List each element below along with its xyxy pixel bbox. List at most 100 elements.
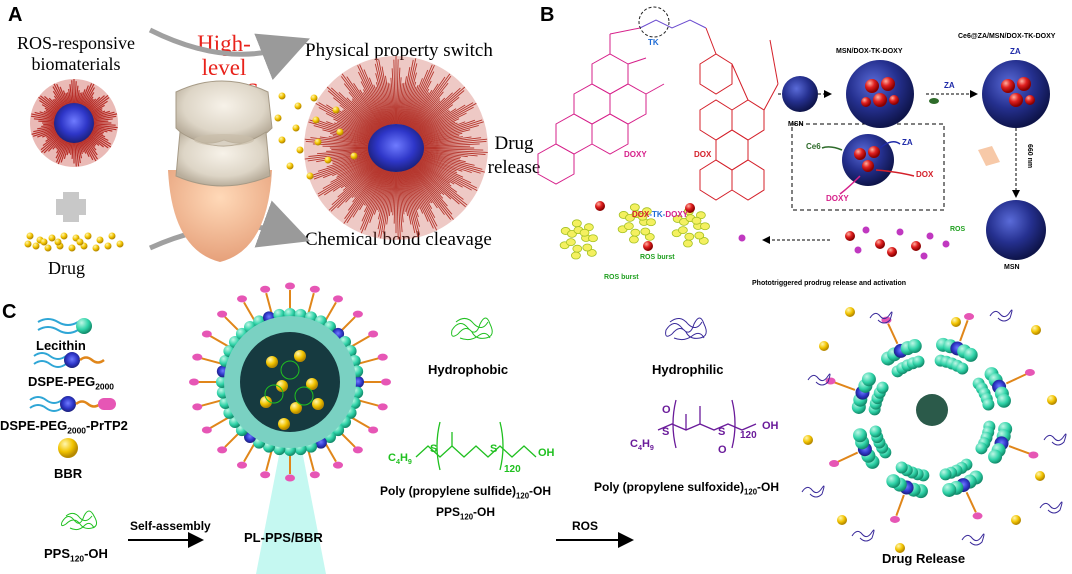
drug-particles-left (24, 232, 124, 252)
dspe-peg-icon (33, 352, 105, 368)
o-atom-2: O (718, 444, 727, 456)
msn-label: MSN (788, 121, 804, 128)
conj-doxy: DOXY (665, 210, 689, 219)
dox-tk-doxy-label: DOX-TK-DOXY (632, 210, 688, 219)
dox-structure-label: DOX (694, 150, 712, 159)
tk-label: TK (648, 38, 659, 47)
bbr-icon (58, 438, 78, 458)
dspe-peg-prtp2-icon (29, 396, 116, 412)
ros-responsive-line2: biomaterials (31, 54, 121, 74)
box-doxy-label: DOXY (826, 194, 849, 203)
conj-tk: -TK- (649, 210, 666, 219)
s-atom-3: S (662, 426, 670, 438)
light-beam (978, 146, 1000, 166)
small-micelle (30, 79, 118, 167)
dspe-peg-sub: 2000 (95, 381, 114, 392)
plus-icon (56, 192, 86, 222)
released-drug-particles (274, 92, 358, 180)
pps-oh-left-label: PPS120-OH (44, 546, 108, 564)
msn-dox-tk-doxy-label: MSN/DOX-TK-DOXY (836, 48, 903, 55)
dspe-peg-text: DSPE-PEG (28, 374, 96, 389)
high-level-line2: level (201, 55, 247, 80)
o-atom-1: O (662, 404, 671, 416)
za-sphere-label: ZA (1010, 47, 1021, 56)
ros-dots (845, 226, 950, 260)
ros-burst-clusters (559, 201, 746, 260)
ros-arrow-label: ROS (572, 519, 599, 533)
dspe-peg-label: DSPE-PEG2000 (28, 374, 114, 392)
ppso-structure (657, 399, 757, 449)
ros-burst-1-label: ROS burst (640, 254, 675, 261)
za-arrow-label: ZA (944, 81, 955, 90)
pps120-oh-label: PPS120-OH (436, 505, 495, 521)
ros-label: ROS (950, 226, 966, 233)
c4h9-b-c: C (630, 438, 638, 450)
bbr-label: BBR (54, 466, 83, 481)
pps-oh-b: -OH (473, 505, 496, 519)
drug-release-line2: release (487, 157, 541, 178)
c4h9-a-h: H (399, 452, 408, 464)
box-ce6-label: Ce6 (806, 142, 821, 151)
pps-oh-sub: 120 (460, 512, 474, 522)
ros-responsive-label: ROS-responsive biomaterials (2, 33, 150, 75)
hydrophilic-label: Hydrophilic (652, 362, 724, 377)
poly-sulfoxide-sub: 120 (744, 487, 758, 497)
c4h9-a-sub: 4 (395, 458, 400, 467)
pps-icon (61, 510, 98, 531)
s-atom-1: S (430, 443, 438, 455)
oh-sulfoxide: OH (762, 420, 779, 432)
drug-release-line1: Drug (494, 133, 534, 154)
phototriggered-caption: Phototriggered prodrug release and activ… (752, 280, 907, 287)
ce6-za-msn-label: Ce6@ZA/MSN/DOX-TK-DOXY (958, 33, 1056, 40)
msn-dox-tk-doxy-sphere (846, 60, 914, 128)
hydrophobic-coil-icon (451, 317, 493, 341)
c4h9-b-sub2: 9 (649, 444, 654, 453)
poly-sulfoxide-b: -OH (757, 480, 780, 494)
box-za-label: ZA (902, 138, 913, 147)
pps-left-text: PPS (44, 546, 71, 561)
poly-propylene-sulfide-label: Poly (propylene sulfide)120-OH (380, 484, 551, 500)
c4h9-a-sub2: 9 (407, 458, 412, 467)
doxy-structure-label: DOXY (624, 150, 647, 159)
panel-a-letter: A (8, 4, 23, 26)
box-dox-label: DOX (916, 170, 934, 179)
c4h9-b-sub: 4 (637, 444, 642, 453)
n120-sulfoxide: 120 (740, 430, 757, 441)
top-curved-arrow (148, 27, 310, 81)
pps-structure (415, 421, 537, 471)
release-scatter (801, 307, 1067, 553)
pl-pps-bbr-label: PL-PPS/BBR (244, 530, 323, 545)
panel-c-letter: C (2, 301, 17, 323)
poly-propylene-sulfoxide-label: Poly (propylene sulfoxide)120-OH (594, 480, 779, 496)
panel-b-letter: B (540, 4, 555, 26)
pps-left-sub: 120 (70, 553, 85, 564)
ros-responsive-line1: ROS-responsive (17, 33, 135, 53)
msn-sphere-small (782, 76, 818, 112)
dspe-peg-prtp2-label: DSPE-PEG2000-PrTP2 (0, 418, 128, 436)
knee-joint-image (168, 80, 273, 262)
self-assembly-label: Self-assembly (130, 519, 211, 533)
n120-sulfide: 120 (504, 464, 521, 475)
oh-sulfide: OH (538, 447, 555, 459)
dspe-prtp2-sub: 2000 (67, 425, 86, 436)
s-atom-2: S (490, 443, 498, 455)
c4h9-sulfoxide: C4H9 (630, 438, 654, 452)
msn-empty-sphere (986, 200, 1046, 260)
ce6-za-sphere (982, 60, 1050, 128)
drug-release-c-label: Drug Release (882, 551, 966, 566)
za-particle (929, 98, 939, 104)
box-sphere (821, 134, 915, 195)
hydrophilic-coil-icon (665, 317, 707, 341)
conj-dox: DOX (632, 210, 650, 219)
pps-left-tail: -OH (84, 546, 108, 561)
physical-property-switch-label: Physical property switch (305, 40, 493, 61)
pps-oh-a: PPS (436, 505, 461, 519)
lecithin-icon (37, 318, 92, 334)
poly-sulfoxide-a: Poly (propylene sulfoxide) (594, 480, 745, 494)
hydrophobic-label: Hydrophobic (428, 362, 509, 377)
drug-label: Drug (48, 258, 85, 278)
poly-sulfide-a: Poly (propylene sulfide) (380, 484, 517, 498)
s-atom-4: S (718, 426, 726, 438)
chemical-bond-cleavage-label: Chemical bond cleavage (305, 229, 492, 250)
